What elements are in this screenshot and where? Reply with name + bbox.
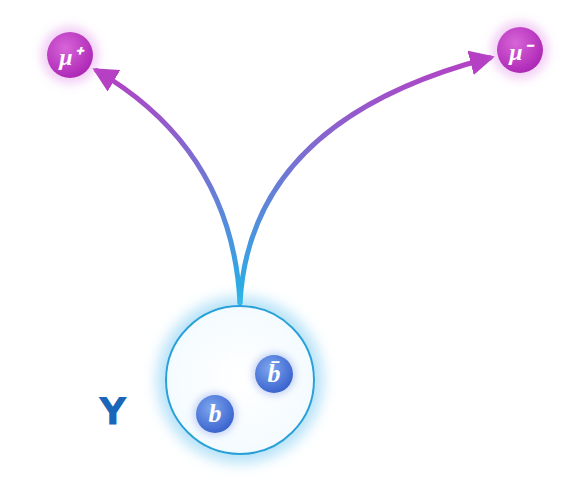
particle-label: μ⁺ bbox=[59, 39, 80, 72]
decay-arrow bbox=[97, 71, 240, 303]
particle-label: b bbox=[209, 399, 222, 429]
decay-arrow bbox=[240, 58, 490, 303]
particle-label: μ⁻ bbox=[509, 34, 530, 67]
particle-label: b̄ bbox=[268, 359, 281, 389]
muon-particle: μ⁻ bbox=[497, 27, 543, 73]
upsilon-meson: Υbb̄ bbox=[165, 305, 315, 455]
muon-particle: μ⁺ bbox=[47, 32, 93, 78]
quark-particle: b̄ bbox=[255, 355, 293, 393]
particle-symbol: Υ bbox=[99, 389, 127, 433]
quark-particle: b bbox=[196, 395, 234, 433]
